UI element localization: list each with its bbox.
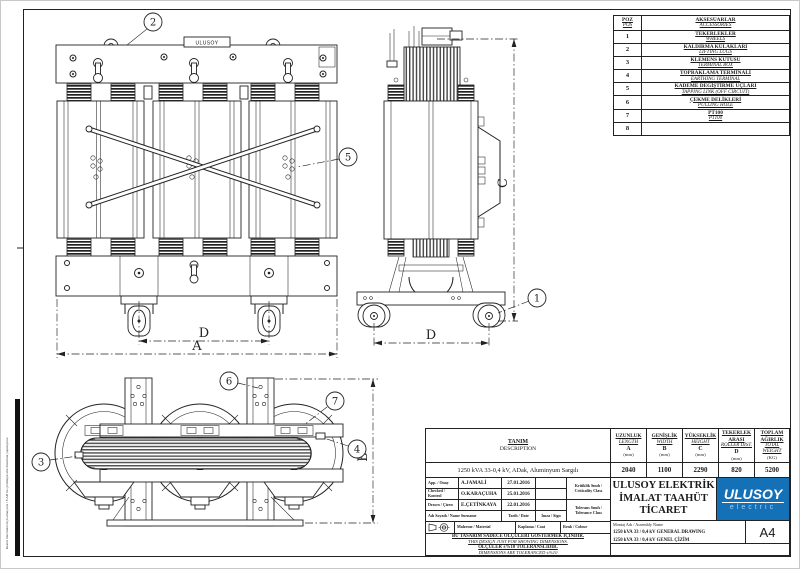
core-capsule — [80, 437, 312, 470]
sheet-size: A4 — [759, 524, 776, 540]
col-header-height: YÜKSEKLİK HEIGHT C (mm) — [682, 428, 719, 463]
hv-terminal — [421, 27, 453, 46]
balloon-5: 5 — [296, 147, 358, 168]
pos-header-tr: POZ — [622, 17, 633, 23]
company-name: ULUSOY ELEKTRİK İMALAT TAAHÜT TİCARET — [610, 477, 717, 521]
description-header: TANIM DESCRIPTION — [425, 428, 611, 463]
top-coil-clamps — [66, 83, 320, 102]
nameplate — [183, 36, 231, 48]
logo-subtext: electric — [729, 504, 777, 511]
bottom-tie-bar — [106, 496, 304, 527]
description-value: 1250 kVA 33-0,4 kV, ADak, Aluminyum Sarg… — [425, 462, 611, 478]
accessories-header: POZ POS AKSESUARLAR ACCESSORIES — [614, 16, 789, 30]
company-logo: ULUSOY electric — [716, 477, 790, 521]
note-tr-2: ÖLÇÜLER ±%10 TOLERANSLIDIR. — [478, 544, 558, 550]
wheel-icon — [357, 302, 506, 328]
frame-bolts — [69, 53, 327, 78]
acc-header-tr: AKSESUARLAR — [695, 17, 736, 23]
svg-text:D: D — [426, 328, 436, 343]
bottom-coil-clamps — [66, 238, 320, 257]
value-height: 2290 — [682, 462, 719, 478]
dimension-c: C — [437, 38, 518, 322]
logo-text: ULUSOY — [721, 486, 785, 503]
balloon-6: 6 — [219, 371, 259, 391]
svg-text:6: 6 — [226, 377, 232, 388]
cross-braces — [85, 125, 321, 209]
svg-text:7: 7 — [332, 397, 338, 408]
value-total-weight: 5200 — [754, 462, 790, 478]
svg-text:C: C — [496, 178, 511, 188]
acc-header-en: ACCESSORIES — [699, 23, 732, 29]
svg-text:5: 5 — [345, 153, 351, 164]
value-roller-dist: 820 — [718, 462, 755, 478]
balloon-7: 7 — [303, 391, 345, 426]
dimension-a: A — [56, 299, 338, 358]
base-channel — [356, 291, 506, 306]
note-en-1: THIS DESIGN JUST FOR SHOWING DIMENSIONS. — [468, 539, 568, 545]
accessories-table: POZ POS AKSESUARLAR ACCESSORIES 1 TEKERL… — [613, 15, 790, 136]
assembly-name-tr: 1250 kVA 33 / 0,4 kV GENEL ÇİZİM — [613, 537, 690, 543]
terminal-bracket — [477, 116, 501, 228]
coil-supports — [73, 481, 325, 510]
coil-side — [383, 100, 479, 240]
col-header-roller-dist: TEKERLEK ARASI ROLLER DIST. D (mm) — [718, 428, 755, 463]
assembly-name-cell: Montaj Adı / Assembly Name 1250 kVA 33 /… — [610, 520, 746, 544]
note-en-2: DIMENSIONS ARE TOLERANCED ±%10 — [478, 550, 558, 556]
coil-1 — [56, 100, 145, 239]
value-width: 1100 — [646, 462, 683, 478]
table-row: 8 — [614, 121, 789, 135]
tolerance-class: Tolerans Sınıfı / Tolerance Class — [566, 499, 611, 522]
dimension-d-side: D — [373, 323, 490, 347]
empty-footer-row — [610, 543, 790, 556]
coil-3 — [248, 100, 338, 239]
dimension-d-front: D — [138, 301, 270, 345]
svg-text:A: A — [191, 339, 202, 354]
binding-edge-bar — [15, 399, 20, 556]
svg-text:4: 4 — [354, 445, 360, 456]
sheet-size-cell: A4 — [745, 520, 790, 544]
dimension-b: B — [275, 378, 378, 524]
drawing-frame-border — [23, 9, 791, 557]
pos-header-en: POS — [622, 23, 633, 29]
balloon-1: 1 — [497, 288, 547, 314]
svg-text:2: 2 — [150, 18, 156, 29]
svg-text:D: D — [199, 326, 209, 341]
core-leg — [403, 46, 461, 102]
assembly-label: Montaj Adı / Assembly Name — [613, 522, 664, 527]
frame-keyholes — [93, 58, 293, 83]
value-length: 2040 — [610, 462, 647, 478]
criticality-class: Kritiklik Sınıfı / Criticality Class — [566, 477, 611, 500]
col-header-width: GENİŞLİK WIDTH B (mm) — [646, 428, 683, 463]
side-view: C D 1 — [356, 26, 547, 347]
top-view: B 3 6 7 — [31, 371, 378, 527]
front-view: ULUSOY — [55, 12, 358, 358]
note-tr-1: BU TASARIM SADECE ÖLÇÜLERİ GÖSTERMEK İÇİ… — [451, 533, 585, 539]
projection-symbol-icon — [428, 523, 450, 532]
svg-text:1: 1 — [534, 294, 540, 305]
col-header-total-weight: TOPLAM AĞIRLIK TOTAL WEIGHT (KG) — [754, 428, 790, 463]
svg-text:B: B — [356, 452, 371, 462]
notes-block: BU TASARIM SADECE ÖLÇÜLERİ GÖSTERMEK İÇİ… — [425, 533, 611, 556]
assembly-name-en: 1250 kVA 33 / 0,4 kV GENERAL DRAWING — [613, 529, 706, 535]
balloon-4: 4 — [315, 432, 367, 459]
col-header-length: UZUNLUK LENGTH A (mm) — [610, 428, 647, 463]
nameplate-text: ULUSOY — [196, 41, 219, 47]
svg-text:3: 3 — [38, 458, 44, 469]
balloon-2: 2 — [126, 12, 163, 46]
balloon-3: 3 — [31, 451, 84, 472]
